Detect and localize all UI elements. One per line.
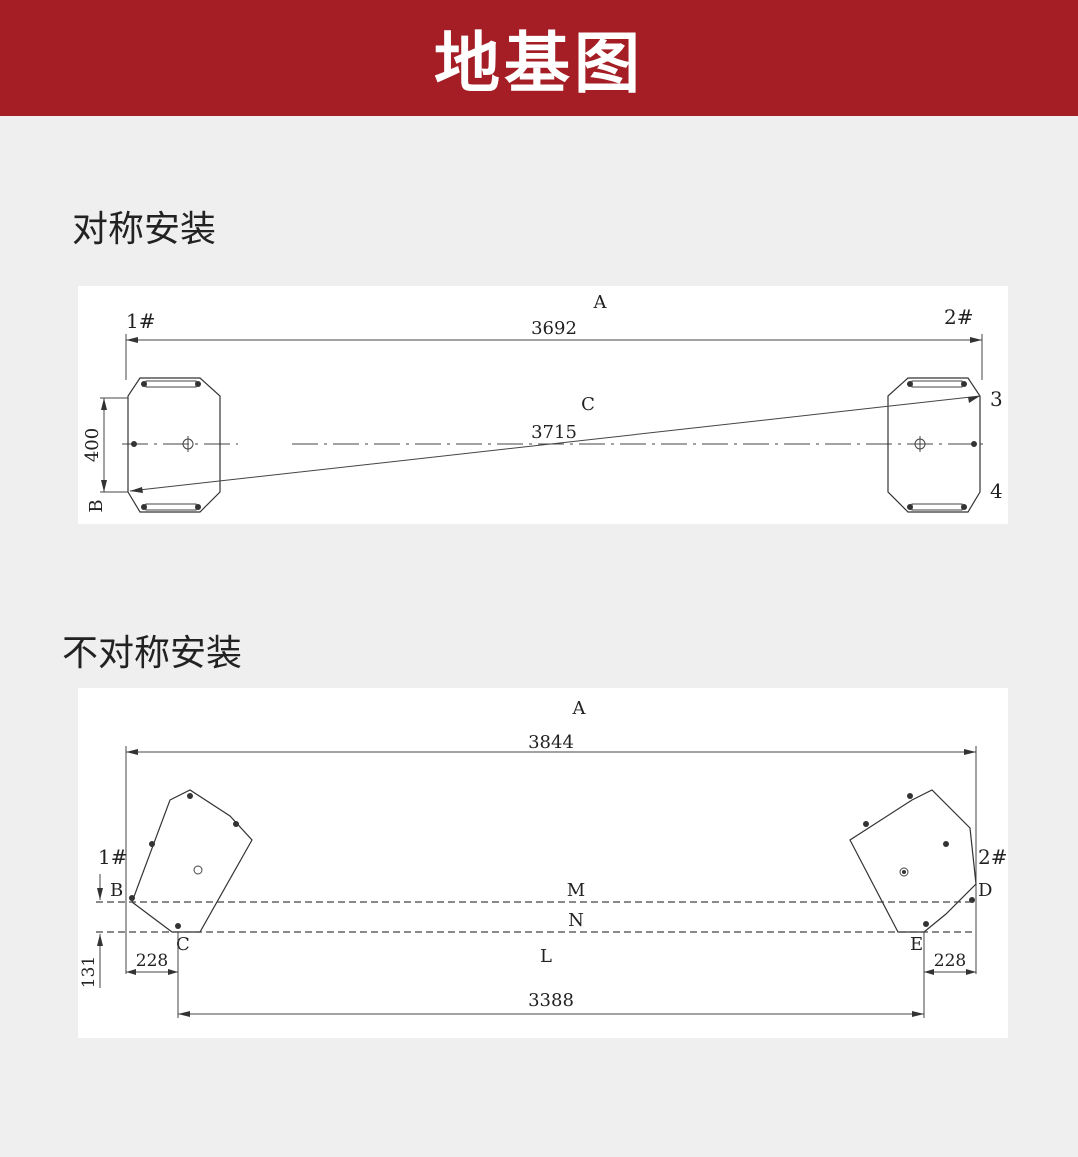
bolt	[141, 381, 147, 387]
label-l: L	[540, 946, 552, 967]
post-2-label: 2#	[944, 305, 973, 329]
bolt	[961, 381, 967, 387]
label-a: A	[593, 292, 608, 313]
bolt	[233, 821, 239, 827]
right-base-plate	[849, 789, 977, 933]
right-base-plate	[887, 377, 981, 513]
diagram-asymmetric-svg: A 3844 1# 2# M N L B C D E	[79, 698, 1007, 1018]
dim-left-228-arrow-r	[168, 969, 178, 975]
dim-b-arrow-bottom	[101, 480, 107, 492]
point-c-label: C	[176, 934, 190, 955]
dim-l-arrow-right	[912, 1011, 924, 1017]
point-4-label: 4	[990, 479, 1003, 503]
bolt	[971, 441, 977, 447]
right-post-center-icon	[899, 867, 909, 877]
dim-l-value: 3388	[528, 990, 574, 1011]
diagram-symmetric: A 3692 1# 2# C 3715 3 4	[78, 286, 1008, 524]
post-1-label: 1#	[98, 845, 127, 869]
right-post-center-dot	[902, 870, 906, 874]
label-b: B	[86, 499, 107, 512]
label-m: M	[567, 880, 585, 901]
bolt	[863, 821, 869, 827]
page-title: 地基图	[434, 25, 644, 102]
dim-a-arrow-left	[126, 749, 138, 755]
dim-right-228-arrow-l	[924, 969, 934, 975]
dim-a-arrow-left	[126, 337, 138, 343]
bolt	[149, 841, 155, 847]
bolt	[195, 381, 201, 387]
post-2-label: 2#	[978, 845, 1007, 869]
section-title-symmetric: 对称安装	[72, 209, 217, 250]
bolt	[943, 841, 949, 847]
diagram-symmetric-svg: A 3692 1# 2# C 3715 3 4	[82, 292, 1003, 513]
dim-b-value: 400	[82, 428, 103, 462]
post-1-label: 1#	[126, 309, 155, 333]
diagonal-c-line	[129, 395, 981, 492]
left-post-center-icon	[193, 865, 203, 875]
dim-131-arrow-top	[97, 888, 103, 900]
dim-right-228-arrow-r	[966, 969, 976, 975]
dim-left-228-value: 228	[136, 951, 168, 971]
dim-b-arrow-top	[101, 398, 107, 410]
dim-a-arrow-right	[970, 337, 982, 343]
bolt	[175, 923, 181, 929]
left-base-plate	[131, 789, 253, 933]
left-plate-slot-bottom	[145, 503, 197, 511]
bolt	[195, 504, 201, 510]
dim-right-228-value: 228	[934, 951, 966, 971]
diagonal-arrow-left	[130, 487, 143, 493]
point-b-label: B	[110, 880, 123, 901]
dim-a-value: 3692	[531, 318, 577, 339]
right-plate-slot-bottom	[911, 503, 963, 511]
left-base-plate	[127, 377, 221, 513]
point-e-label: E	[910, 934, 923, 955]
dim-l-arrow-left	[178, 1011, 190, 1017]
label-a: A	[572, 698, 587, 719]
header-banner: 地基图	[0, 0, 1078, 116]
bolt	[923, 921, 929, 927]
bolt	[907, 381, 913, 387]
dim-left-228-arrow-l	[126, 969, 136, 975]
bolt	[907, 793, 913, 799]
dim-131-value: 131	[79, 956, 99, 988]
diagram-asymmetric: A 3844 1# 2# M N L B C D E	[78, 688, 1008, 1038]
dim-c-value: 3715	[531, 422, 577, 443]
diagonal-arrow-right	[968, 396, 980, 403]
label-n: N	[568, 910, 584, 931]
dim-131-arrow-bottom	[97, 934, 103, 946]
point-d-label: D	[978, 880, 992, 901]
dim-a-arrow-right	[964, 749, 976, 755]
bolt	[131, 441, 137, 447]
right-plate-slot-top	[911, 380, 963, 388]
bolt	[129, 895, 135, 901]
bolt	[961, 504, 967, 510]
section-title-asymmetric: 不对称安装	[62, 633, 243, 674]
bolt	[187, 793, 193, 799]
bolt	[141, 504, 147, 510]
bolt	[907, 504, 913, 510]
dim-a-value: 3844	[528, 732, 574, 753]
label-c: C	[581, 394, 595, 415]
point-3-label: 3	[990, 387, 1003, 411]
left-plate-slot-top	[145, 380, 197, 388]
